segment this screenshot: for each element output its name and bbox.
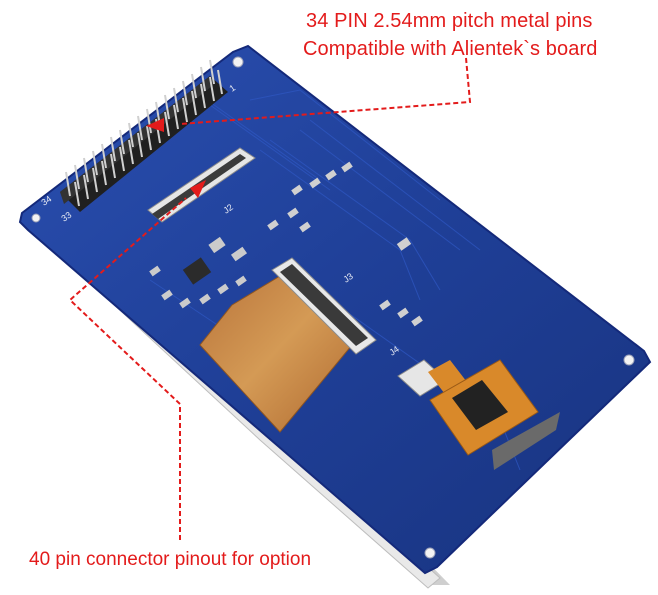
- mount-hole: [232, 56, 244, 68]
- mount-hole: [31, 213, 41, 223]
- silkscreen-labels: J2 J3 J4 33 34 1: [39, 83, 401, 358]
- callout-text-40pin-option: 40 pin connector pinout for option: [29, 549, 312, 570]
- callout-text-header-spec: 34 PIN 2.54mm pitch metal pins: [306, 10, 593, 32]
- silk-j3: J3: [341, 271, 355, 285]
- silk-pin-33: 33: [59, 210, 73, 224]
- component-cluster-left: [149, 236, 248, 309]
- component-cluster-right: [267, 161, 423, 327]
- header-pins: [65, 59, 223, 207]
- mount-hole: [424, 547, 436, 559]
- arrowhead-bottom: [190, 180, 206, 198]
- connector-j3: [271, 257, 377, 355]
- silk-j4: J4: [387, 344, 401, 358]
- touch-fpc: [428, 359, 560, 470]
- pin-header-34: [60, 59, 228, 212]
- silk-pin-34: 34: [39, 194, 53, 208]
- silk-pin-1: 1: [227, 83, 237, 94]
- callout-arrow-bottom: [68, 197, 187, 540]
- mount-hole: [623, 354, 635, 366]
- callout-text-compatibility: Compatible with Alientek`s board: [303, 38, 598, 60]
- silk-j2: J2: [221, 202, 235, 216]
- callout-arrow-top: [179, 57, 472, 125]
- arrowhead-top: [146, 118, 164, 132]
